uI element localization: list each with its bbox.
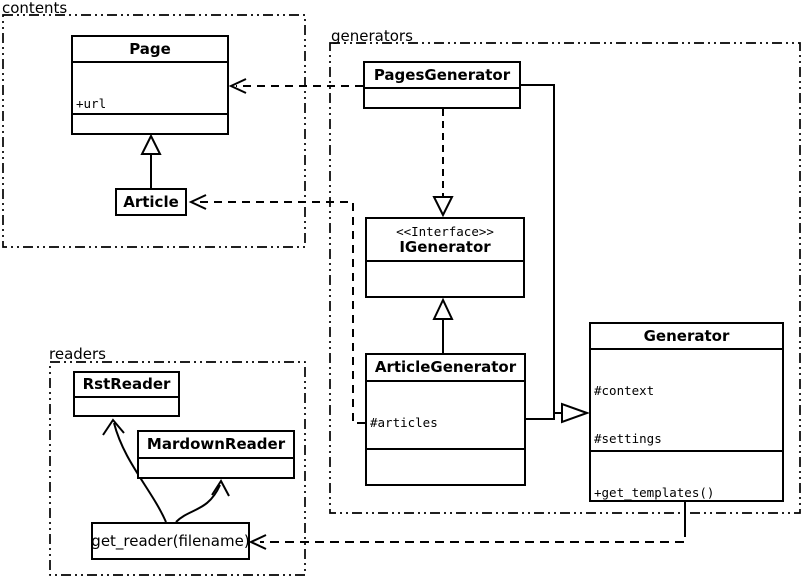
class-page: Page +url +slug +summary +check_properti… bbox=[71, 35, 229, 135]
class-igenerator-name: IGenerator bbox=[399, 237, 491, 256]
package-contents-border bbox=[2, 14, 306, 248]
class-rstreader: RstReader +read() bbox=[73, 371, 180, 417]
dependency-arrowhead-getreader bbox=[248, 534, 267, 550]
class-articlegenerator-attributes: #articles #dates #tags #categories bbox=[367, 382, 524, 450]
class-articlegenerator-methods: +generate_feeds() +generate_pages() bbox=[367, 450, 524, 484]
inheritance-arrowhead-generator bbox=[561, 402, 590, 424]
method: +get_templates() bbox=[594, 485, 715, 500]
edge-generator-uses-getreader bbox=[260, 528, 686, 543]
class-generator-methods: +get_templates() +get_files(path,exclude… bbox=[591, 452, 782, 500]
attribute: #settings bbox=[594, 431, 662, 446]
class-pagesgenerator: PagesGenerator #pages bbox=[363, 61, 521, 109]
class-mardownreader: MardownReader +read() bbox=[137, 430, 295, 479]
edge-getreader-to-mardownreader bbox=[175, 484, 221, 523]
class-generator-title: Generator bbox=[591, 324, 782, 350]
function-box-get-reader: get_reader(filename) bbox=[91, 522, 250, 560]
class-page-title: Page bbox=[73, 37, 227, 63]
class-igenerator: <<Interface>> IGenerator +generate_conte… bbox=[365, 217, 525, 298]
method: +generate_context() bbox=[370, 295, 522, 296]
package-label-contents: contents bbox=[2, 0, 68, 17]
class-pagesgenerator-attributes: #pages bbox=[365, 89, 519, 107]
class-mardownreader-methods: +read() bbox=[139, 459, 293, 477]
class-generator: Generator #context #settings #path #them… bbox=[589, 322, 784, 502]
arrowhead-mardownreader bbox=[211, 479, 230, 497]
class-articlegenerator-title: ArticleGenerator bbox=[367, 355, 524, 382]
class-page-methods: +check_properties() bbox=[73, 115, 227, 133]
dependency-arrowhead-page bbox=[228, 78, 247, 94]
class-rstreader-methods: +read() bbox=[75, 398, 178, 415]
attribute: #context bbox=[594, 383, 655, 398]
arrowhead-rstreader bbox=[102, 418, 125, 436]
class-generator-attributes: #context #settings #path #theme #output_… bbox=[591, 350, 782, 452]
class-igenerator-title: <<Interface>> IGenerator bbox=[367, 219, 523, 262]
class-article-title: Article bbox=[123, 192, 179, 211]
class-mardownreader-title: MardownReader bbox=[139, 432, 293, 459]
edge-articlegenerator-extends-generator bbox=[526, 413, 555, 420]
class-page-attributes: +url +slug +summary bbox=[73, 63, 227, 115]
edge-articlegenerator-uses-article bbox=[196, 201, 365, 424]
package-label-generators: generators bbox=[331, 27, 413, 45]
class-pagesgenerator-title: PagesGenerator bbox=[365, 63, 519, 89]
get-reader-label: get_reader(filename) bbox=[91, 532, 250, 550]
package-label-readers: readers bbox=[49, 345, 106, 363]
attribute: #articles bbox=[370, 415, 438, 430]
method: +generate_feeds() bbox=[370, 483, 523, 484]
dependency-arrowhead-article bbox=[188, 194, 207, 210]
inheritance-arrowhead-page bbox=[140, 133, 162, 155]
edge-pagesgenerator-extends-generator bbox=[521, 84, 561, 414]
class-article: Article bbox=[115, 188, 187, 216]
class-articlegenerator: ArticleGenerator #articles #dates #tags … bbox=[365, 353, 526, 486]
attribute: +url bbox=[76, 96, 107, 111]
class-rstreader-title: RstReader bbox=[75, 373, 178, 398]
interface-stereotype: <<Interface>> bbox=[396, 223, 494, 239]
realization-arrowhead-igenerator bbox=[432, 196, 454, 218]
inheritance-arrowhead-igenerator bbox=[432, 297, 454, 320]
package-generators-border bbox=[329, 42, 801, 514]
class-igenerator-methods: +generate_context() +generate_output() bbox=[367, 262, 523, 296]
